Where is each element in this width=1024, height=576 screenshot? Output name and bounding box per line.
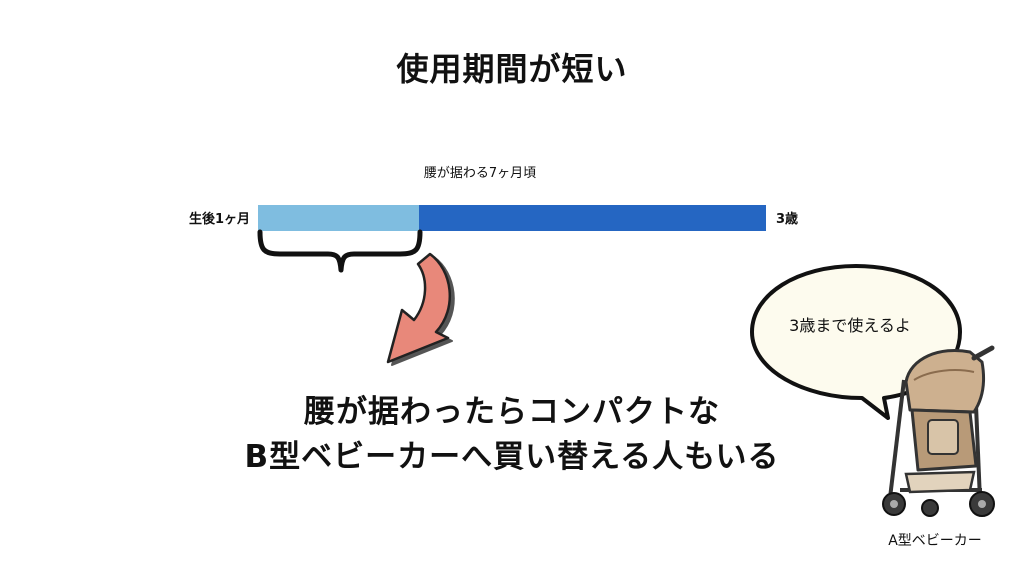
slide-title: 使用期間が短い <box>396 50 628 88</box>
timeline-bar-early <box>258 205 419 231</box>
timeline-bar-late <box>419 205 766 231</box>
curly-brace-icon <box>257 229 423 273</box>
message-line-2: B型ベビーカーへ買い替える人もいる <box>244 439 780 475</box>
timeline-mid-label: 腰が据わる7ヶ月頃 <box>423 166 537 181</box>
message-line-1: 腰が据わったらコンパクトな <box>304 394 720 430</box>
stroller-label: A型ベビーカー <box>888 533 982 549</box>
stroller-icon <box>882 345 995 517</box>
curved-arrow-icon <box>386 252 455 366</box>
timeline-start-label: 生後1ヶ月 <box>188 212 250 227</box>
timeline-end-label: 3歳 <box>776 212 799 227</box>
speech-bubble-text: 3歳まで使えるよ <box>789 316 911 335</box>
